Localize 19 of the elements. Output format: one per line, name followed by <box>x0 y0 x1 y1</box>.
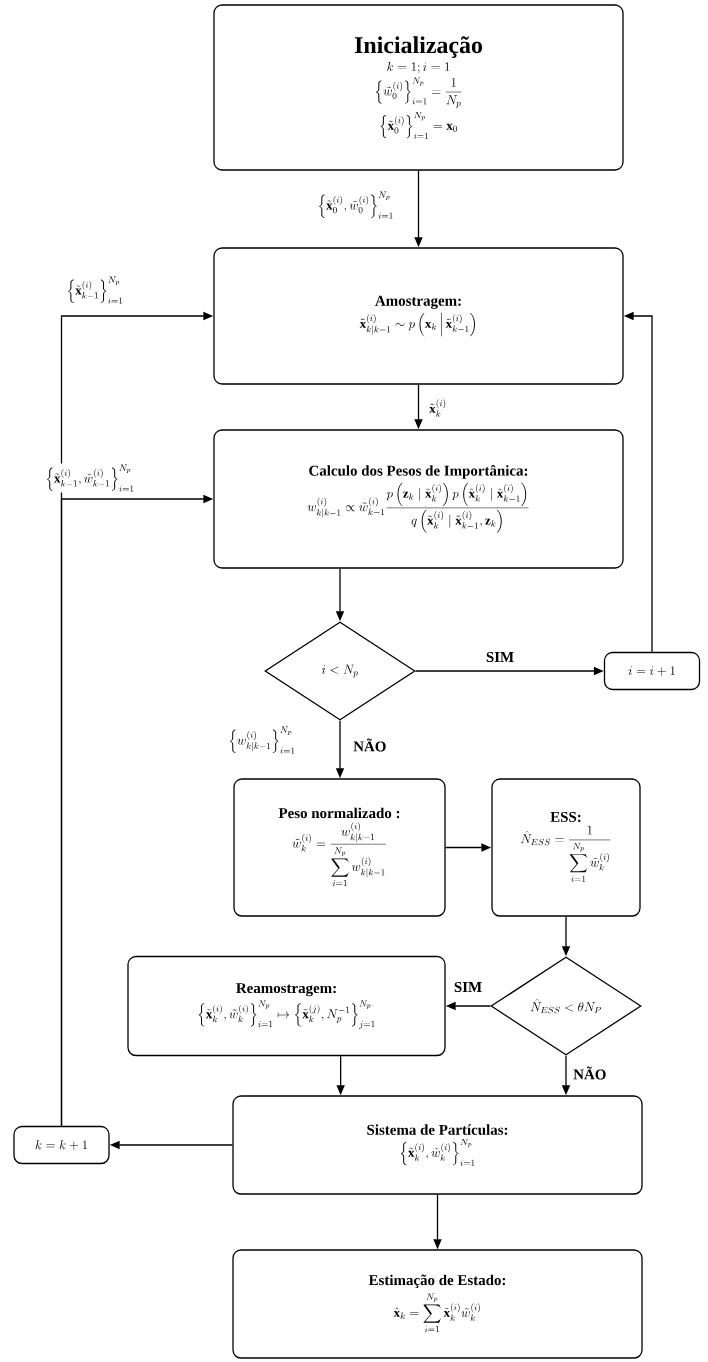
process-box: Peso normalizado : $\tilde{w}_k^{(i)}=\frac{w_{k|k-1}^{(i)}}{\displaystyle\sum_{i=1}^{N_p}w_{k|k-1}^{(i)}}$ <box>233 778 446 917</box>
edge-label: $\left\{\tilde{\mathbf{x}}_{k-1}^{(i)}\right\}_{i=1}^{N_p}$ <box>65 275 125 305</box>
edge-label: $\left\{\tilde{\mathbf{x}}_{k-1}^{(i)},\tilde{w}_{k-1}^{(i)}\right\}_{i=1}^{N_p}$ <box>44 463 136 493</box>
edge-label: SIM <box>452 981 484 994</box>
edge-label: SIM <box>484 651 516 663</box>
process-box: Calculo dos Pesos de Importânica: $w_{k|k-1}^{(i)}\propto\tilde{w}_{k-1}^{(i)}\frac{p\left(\mathbf{z}_k\mid\tilde{\mathbf{x}}_k^{(i)}\right)p\left(\tilde{\mathbf{x}}_k^{(i)}\mid\tilde{\mathbf{x}}_{k-1}^{(i)}\right)}{q\left(\tilde{\mathbf{x}}_k^{(i)}\mid\tilde{\mathbf{x}}_{k-1}^{(i)},\mathbf{z}_k\right)}$ <box>213 429 624 569</box>
process-box: Sistema de Partículas: $\left\{\tilde{\mathbf{x}}_k^{(i)},\tilde{w}_k^{(i)}\right\}_{i=1}^{N_p}$ <box>232 1095 643 1195</box>
process-box: Reamostragem: $\left\{\tilde{\mathbf{x}}_k^{(i)},\tilde{w}_k^{(i)}\right\}_{i=1}^{N_p}\mapsto\left\{\tilde{\mathbf{x}}_k^{(j)},N_p^{-1}\right\}_{j=1}^{N_p}$ <box>127 955 446 1057</box>
process-box: Inicialização $k=1; i=1$ $\left\{\tilde{w}_0^{(i)}\right\}_{i=1}^{N_p}=\frac{1}{N_p}$ $\left\{\tilde{\mathbf{x}}_0^{(i)}\right\}_{i=1}^{N_p}=\mathbf{x}_0$ <box>213 4 624 171</box>
process-box: Amostragem: $\tilde{\mathbf{x}}_{k|k-1}^{(i)}\sim p\left(\mathbf{x}_k\,\middle|\,\tilde{\mathbf{x}}_{k-1}^{(i)}\right)$ <box>213 247 624 385</box>
edge-label: $\left\{\tilde{\mathbf{x}}_0^{(i)},\tilde{w}_0^{(i)}\right\}_{i=1}^{N_p}$ <box>316 190 395 220</box>
formula-label: $\left\{w_{k|k-1}^{(i)}\right\}_{i=1}^{N_p}$ <box>229 726 295 754</box>
process-box: Estimação de Estado: $\hat{\mathbf{x}}_k=\sum_{i=1}^{N_p}\tilde{\mathbf{x}}_k^{(i)}\tilde{w}_k^{(i)}$ <box>232 1249 643 1359</box>
edge-label: NÃO <box>352 737 388 753</box>
process-box: $i=i+1$ <box>603 651 701 691</box>
process-box: ESS: $\hat{N}_{ESS}=\frac{1}{\displaystyle\sum_{i=1}^{N_p}\tilde{w}_k^{(i)}}$ <box>491 778 641 917</box>
process-box: $k=k+1$ <box>13 1125 110 1165</box>
edge-label: $\tilde{\mathbf{x}}_k^{(i)}$ <box>428 398 448 418</box>
edge-label: NÃO <box>572 1065 608 1081</box>
